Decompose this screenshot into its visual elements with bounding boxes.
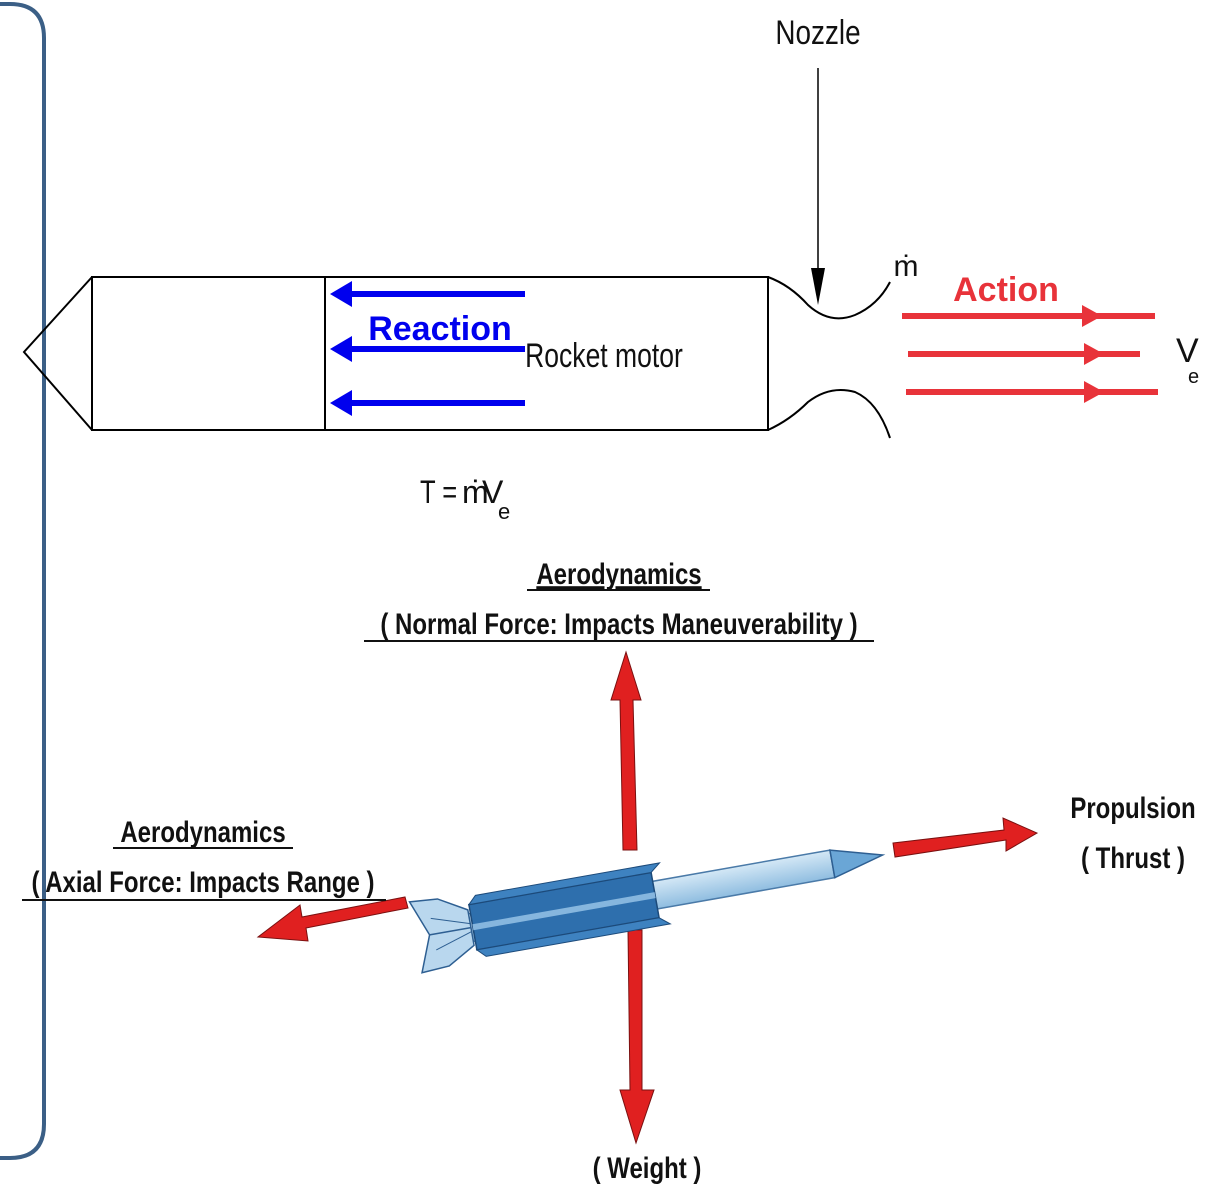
nozzle-label: Nozzle	[775, 13, 860, 51]
exit-velocity-symbol: V	[1176, 332, 1199, 370]
missile-illustration	[408, 849, 886, 974]
normal-force-description: ( Normal Force: Impacts Maneuverability …	[380, 606, 857, 640]
force-diagram: Aerodynamics ( Normal Force: Impacts Man…	[22, 556, 1196, 1185]
left-frame-border	[0, 2, 46, 1160]
exit-velocity-subscript: e	[1188, 366, 1199, 388]
normal-force-arrow	[610, 650, 642, 851]
nozzle-pointer-arrowhead	[811, 268, 825, 305]
reaction-label: Reaction	[368, 310, 512, 348]
rocket-body	[91, 276, 769, 431]
mass-flow-symbol: ṁ	[894, 250, 919, 283]
axial-force-title: Aerodynamics	[120, 814, 285, 848]
reaction-arrows	[330, 281, 525, 416]
svg-text:e: e	[498, 499, 510, 524]
rocket-motor-schematic: Nozzle ṁ Action Reaction Rocket motor V …	[22, 13, 1199, 524]
svg-text:ṁ: ṁ	[462, 474, 489, 510]
nozzle-lower-curve	[767, 389, 891, 439]
weight-label: ( Weight )	[593, 1150, 702, 1184]
nozzle-upper-curve	[767, 276, 891, 320]
weight-arrow	[619, 929, 655, 1145]
axial-force-arrow	[256, 896, 409, 942]
propulsion-description: ( Thrust )	[1081, 840, 1185, 874]
svg-text:T =: T =	[420, 475, 457, 510]
axial-force-description: ( Axial Force: Impacts Range )	[31, 864, 374, 898]
rocket-motor-label: Rocket motor	[525, 337, 683, 375]
thrust-equation: T = ṁ V e	[420, 474, 510, 524]
thrust-arrow	[892, 817, 1039, 858]
svg-text:V: V	[482, 474, 504, 510]
normal-force-title: Aerodynamics	[536, 556, 701, 590]
action-label: Action	[953, 271, 1059, 309]
action-arrows	[902, 305, 1158, 403]
nose-cone	[22, 276, 93, 431]
propulsion-title: Propulsion	[1070, 790, 1195, 824]
